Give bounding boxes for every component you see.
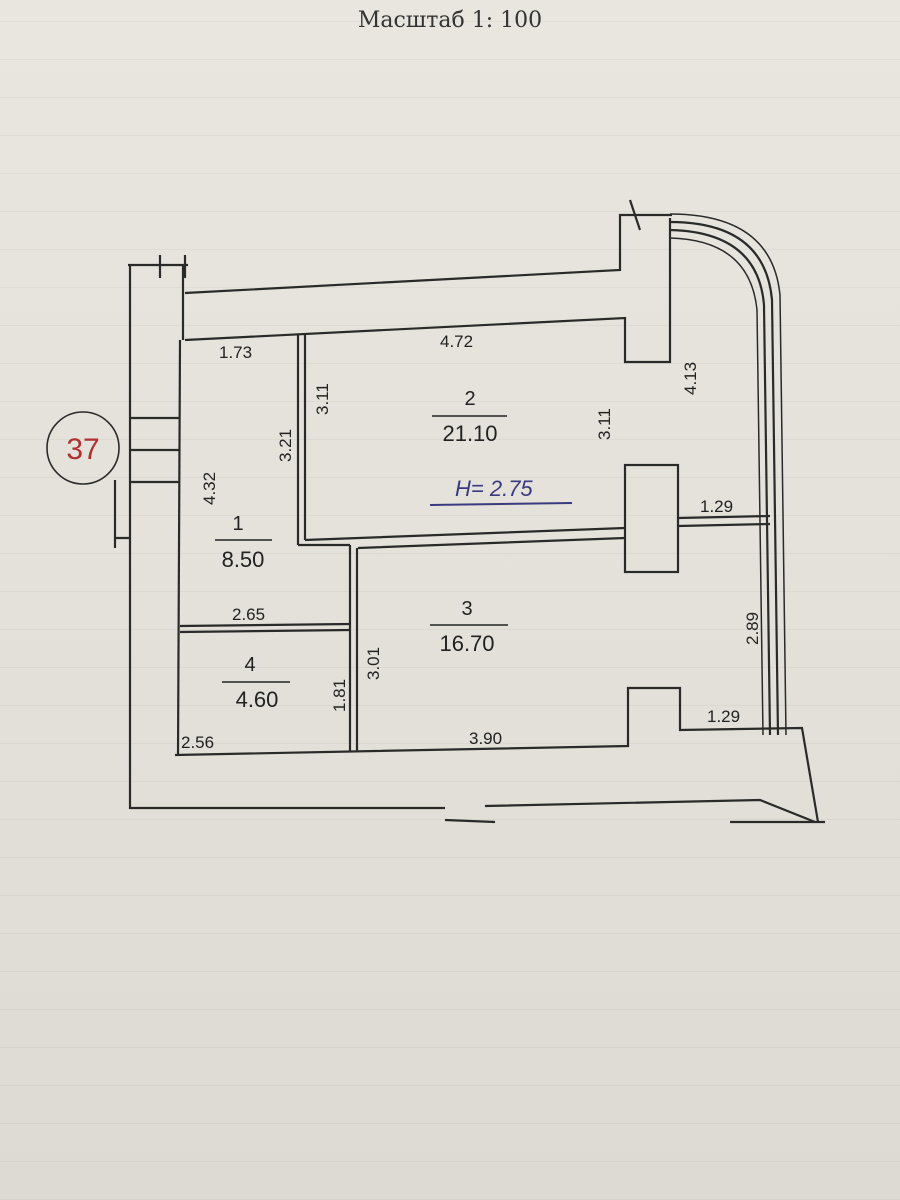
dim-balcony-mid: 1.29 — [700, 497, 733, 516]
dim-room1-top: 1.73 — [219, 343, 252, 362]
dim-room1-right: 3.21 — [276, 429, 295, 462]
room-4-number: 4 — [244, 654, 255, 676]
dim-room2-left: 3.11 — [313, 383, 332, 415]
room-1-number: 1 — [232, 513, 243, 535]
apartment-number: 37 — [66, 433, 99, 466]
room-3-number: 3 — [461, 598, 472, 620]
walls — [113, 199, 825, 824]
room-labels: 1 8.50 2 21.10 H= 2.75 3 16.70 4 4.60 — [215, 388, 573, 712]
room-2-area: 21.10 — [442, 421, 497, 446]
room3-left-wall — [348, 545, 359, 752]
apartment-marker: 37 — [46, 411, 120, 485]
dim-room2-top: 4.72 — [440, 332, 473, 351]
room1-room2-partition — [296, 335, 307, 545]
ceiling-height: H= 2.75 — [455, 476, 533, 501]
room2-room3-wall — [298, 526, 626, 550]
top-outer-wall — [181, 213, 672, 340]
dim-balcony-side: 2.89 — [743, 612, 762, 645]
room1-room4-wall — [179, 622, 351, 634]
scale-title: Масштаб 1: 100 — [357, 8, 543, 33]
room-1-area: 8.50 — [222, 547, 265, 572]
dim-room4-top: 2.65 — [232, 605, 265, 624]
dim-room2-right: 3.11 — [595, 408, 614, 440]
dim-balcony-top: 4.13 — [681, 362, 700, 395]
dim-room3-bottom: 3.90 — [469, 729, 502, 748]
balcony-railing-3 — [669, 237, 764, 736]
dimension-labels: 1.73 4.72 4.32 3.21 3.11 3.11 4.13 1.29 … — [181, 332, 762, 752]
dim-room1-left: 4.32 — [200, 472, 219, 505]
dim-balcony-bottom: 1.29 — [707, 707, 740, 726]
room-3-area: 16.70 — [439, 631, 494, 656]
entrance-markers — [113, 199, 825, 824]
balcony-railing-2 — [669, 228, 772, 736]
room1-left-wall — [176, 339, 182, 756]
ceiling-height-underline — [429, 502, 573, 506]
column — [623, 463, 680, 574]
balcony-railing — [669, 220, 780, 736]
balcony-door — [677, 514, 771, 528]
dim-room3-left: 3.01 — [364, 647, 383, 680]
balcony-railing-4 — [669, 213, 787, 736]
room-2-number: 2 — [464, 388, 475, 410]
top-inner-wall — [184, 218, 672, 364]
dim-room4-bottom: 2.56 — [181, 733, 214, 752]
apartment-number-circle — [46, 411, 120, 485]
outer-left-wall — [128, 263, 816, 824]
bottom-wall — [174, 686, 820, 823]
dim-room4-right: 1.81 — [330, 679, 349, 712]
room-4-area: 4.60 — [236, 687, 279, 712]
